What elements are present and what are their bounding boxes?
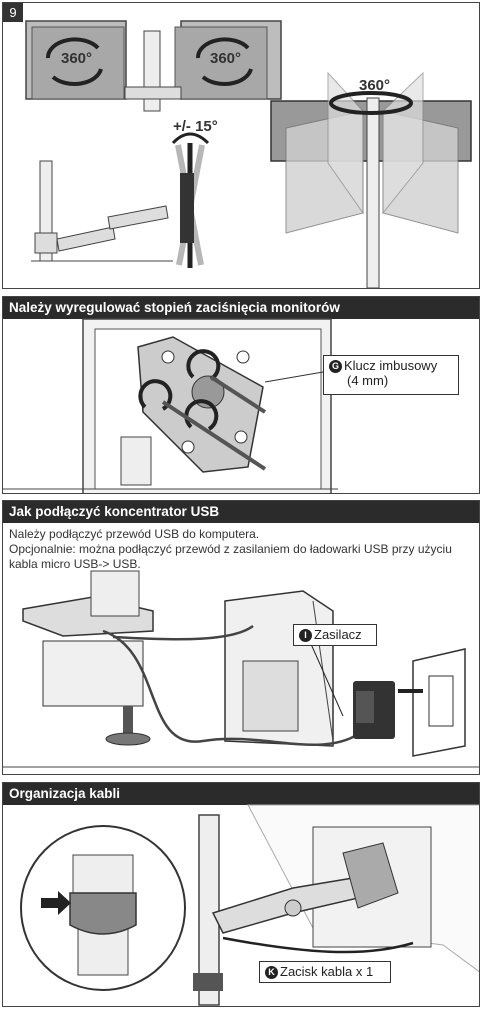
- cable-illustration: [20, 804, 479, 1006]
- callout-letter-i: I: [299, 629, 312, 642]
- panel-tension-adjust: Należy wyregulować stopień zaciśnięcia m…: [2, 296, 480, 494]
- usb-description: Należy podłączyć przewód USB do komputer…: [9, 527, 475, 572]
- power-adapter-label: Zasilacz: [314, 627, 362, 642]
- usb-desc-line1: Należy podłączyć przewód USB do komputer…: [9, 527, 260, 541]
- panel-title: Jak podłączyć koncentrator USB: [3, 501, 479, 523]
- allen-key-label: Klucz imbusowy: [344, 358, 438, 373]
- panel-usb-hub: Jak podłączyć koncentrator USB Należy po…: [2, 500, 480, 775]
- allen-key-size: (4 mm): [347, 373, 389, 388]
- callout-letter-g: G: [329, 360, 342, 373]
- panel-title: Należy wyregulować stopień zaciśnięcia m…: [3, 297, 479, 319]
- step-number: 9: [3, 3, 23, 22]
- rotate-left-label: 360°: [61, 50, 93, 67]
- rotate-right-label: 360°: [210, 50, 242, 67]
- callout-letter-k: K: [265, 966, 278, 979]
- tilt-label: +/- 15°: [173, 118, 218, 135]
- tension-illustration: [3, 318, 338, 493]
- panel-title: Organizacja kabli: [3, 783, 479, 805]
- usb-illustration: [3, 570, 479, 768]
- rotation-illustration: [25, 20, 472, 288]
- cable-clip-label: Zacisk kabla x 1: [280, 964, 374, 979]
- panel-rotation: 9 360° 360° +/- 15° 3: [2, 2, 480, 289]
- swivel-label: 360°: [359, 77, 391, 94]
- usb-desc-line2: Opcjonalnie: można podłączyć przewód z z…: [9, 542, 452, 571]
